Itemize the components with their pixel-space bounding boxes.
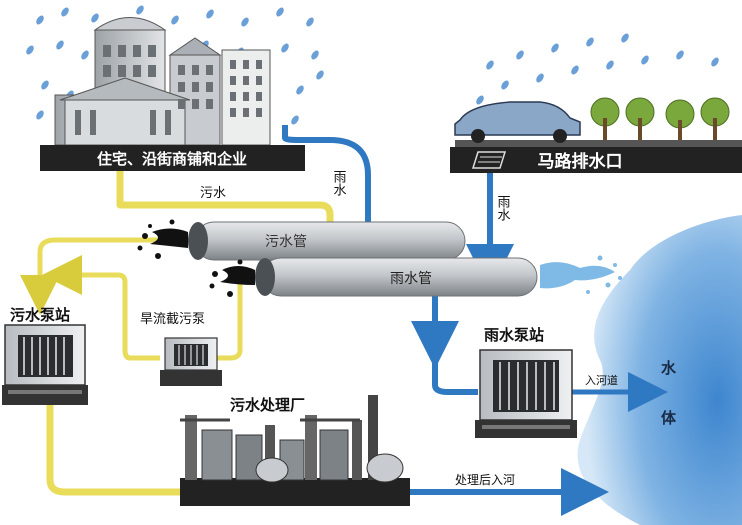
sewage-pipe xyxy=(188,221,466,261)
rain-flow-label-1-text: 雨水 xyxy=(331,170,347,196)
dry-weather-to-sewage-pipe-line xyxy=(42,255,160,361)
raindrops-right xyxy=(476,33,719,105)
clean-water-splash-icon xyxy=(540,255,622,294)
residential-label: 住宅、沿街商铺和企业 xyxy=(97,150,247,168)
rain-pipe-splash-icon xyxy=(209,259,255,297)
rain-pump-station xyxy=(475,349,577,438)
road-drain-label: 马路排水口 xyxy=(538,151,623,172)
rain-pipe xyxy=(255,257,538,297)
water-body-label: 水体 xyxy=(659,359,677,460)
rain-pipe-label: 雨水管 xyxy=(390,271,432,287)
rain-flow-label-2: 雨水 xyxy=(495,195,511,221)
treatment-plant xyxy=(180,395,410,506)
rain-flow-label-1: 雨水 xyxy=(331,170,347,196)
dry-weather-pump xyxy=(160,337,222,386)
buildings xyxy=(54,17,271,146)
water-body-area xyxy=(577,215,742,525)
sewage-pump-station-label: 污水泵站 xyxy=(10,306,70,324)
residential-band xyxy=(40,145,305,171)
sewage-pump-station xyxy=(2,324,88,405)
treated-to-river-label: 处理后入河 xyxy=(455,473,515,487)
sewage-flow-label: 污水 xyxy=(200,186,226,201)
sewage-pipe-label: 污水管 xyxy=(265,234,307,250)
sewage-pump-to-plant-line xyxy=(46,405,190,496)
sewage-pipe-to-pump-line xyxy=(20,237,190,315)
dry-weather-pump-label: 旱流截污泵 xyxy=(140,312,205,327)
drain-grate-icon xyxy=(471,151,507,169)
treatment-plant-label: 污水处理厂 xyxy=(230,396,305,414)
sewage-splash-icon xyxy=(137,219,188,259)
sewage-flow-line-from-residential xyxy=(116,171,334,232)
dry-weather-loop-line xyxy=(200,282,243,361)
rain-pump-station-label: 雨水泵站 xyxy=(484,326,544,344)
rain-station-outflow-line xyxy=(432,355,478,395)
rain-flow-label-2-text: 雨水 xyxy=(495,195,511,221)
rain-flow-line-from-residential xyxy=(282,125,392,292)
road-scene xyxy=(454,97,742,152)
to-river-label: 入河道 xyxy=(585,373,618,387)
